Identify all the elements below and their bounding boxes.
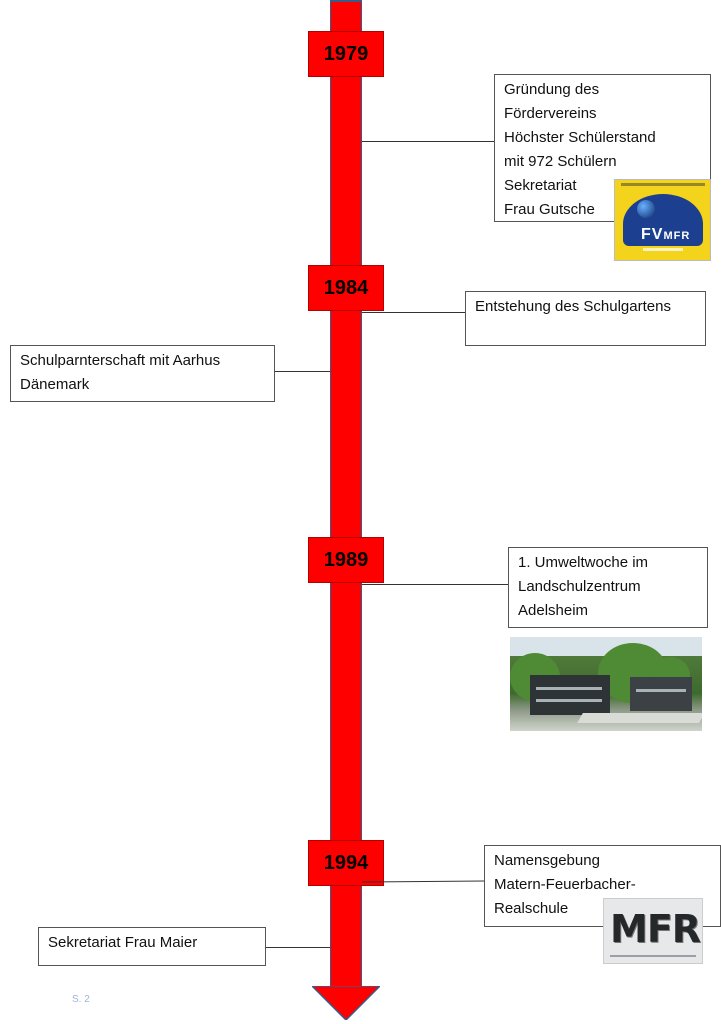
event-text-line: Sekretariat — [504, 177, 577, 194]
globe-icon — [637, 200, 655, 218]
event-text-line: Realschule — [494, 900, 569, 917]
event-text-line: Sekretariat Frau Maier — [48, 934, 198, 951]
event-text-line: Frau Gutsche — [504, 201, 595, 218]
event-text-line: Entstehung des Schulgartens — [475, 298, 671, 315]
year-marker-1994: 1994 — [308, 840, 384, 886]
event-text-line: Schulparnterschaft mit Aarhus — [20, 352, 221, 369]
mfr-logo-image: MFR — [603, 898, 703, 964]
event-text-line: Adelsheim — [518, 602, 589, 619]
connector-1994 — [361, 880, 485, 883]
timeline-arrow-shaft — [330, 0, 362, 990]
year-marker-1979: 1979 — [308, 31, 384, 77]
event-text-line: Namensgebung — [494, 852, 600, 869]
event-box-partnership: Schulparnterschaft mit Aarhus Dänemark — [10, 345, 275, 402]
event-text-line: Matern-Feuerbacher- — [494, 876, 636, 893]
event-box-secretary: Sekretariat Frau Maier — [38, 927, 266, 966]
connector-secretary — [266, 947, 330, 948]
year-marker-1984: 1984 — [308, 265, 384, 311]
event-text-line: mit 972 Schülern — [504, 153, 617, 170]
event-text-line: Landschulzentrum — [518, 578, 641, 595]
timeline-arrowhead — [312, 986, 380, 1020]
year-marker-1989: 1989 — [308, 537, 384, 583]
event-text-line: Gründung des — [504, 81, 600, 98]
event-box-1979: Gründung des Fördervereins Höchster Schü… — [494, 74, 711, 222]
page-number: S. 2 — [72, 994, 90, 1005]
connector-1984 — [362, 312, 465, 313]
event-text-line: Höchster Schülerstand — [504, 129, 656, 146]
timeline-arrow-top — [330, 0, 362, 2]
connector-1989 — [362, 584, 508, 585]
event-text-line: 1. Umweltwoche im — [518, 554, 649, 571]
connector-partnership — [275, 371, 330, 372]
school-building-photo — [510, 637, 702, 731]
event-box-1984: Entstehung des Schulgartens — [465, 291, 706, 346]
event-text-line: Dänemark — [20, 376, 90, 393]
connector-1979 — [362, 141, 494, 142]
event-box-1989: 1. Umweltwoche im Landschulzentrum Adels… — [508, 547, 708, 628]
fv-mfr-logo-image: FVMFR — [614, 179, 711, 261]
event-text-line: Fördervereins — [504, 105, 597, 122]
